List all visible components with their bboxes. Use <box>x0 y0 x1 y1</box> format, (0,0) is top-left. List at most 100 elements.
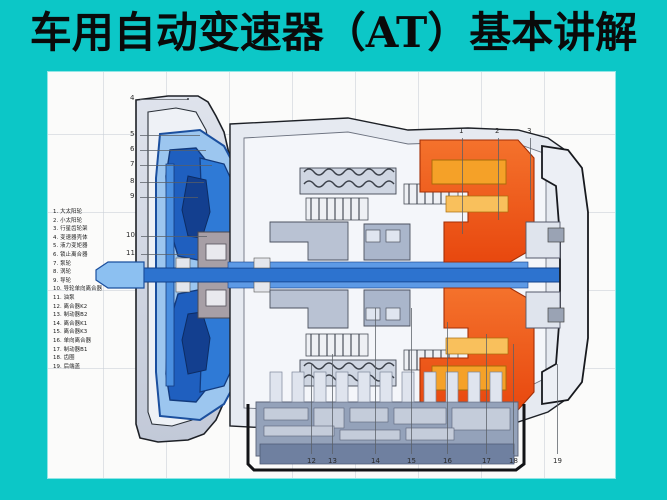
callout-leader <box>140 150 206 151</box>
callout-11: 11 <box>126 249 135 257</box>
transmission-cutaway-svg <box>95 95 589 472</box>
callout-leader <box>513 344 514 454</box>
legend-item: 10. 导轮单向离合器 <box>53 286 103 293</box>
oil-pan-sump <box>259 443 515 465</box>
planet-gear <box>365 229 381 243</box>
bearing <box>175 281 191 293</box>
drum-lower-left <box>269 289 349 329</box>
amber-ring-lower <box>445 337 509 355</box>
callout-leader <box>140 99 188 100</box>
spring-coil <box>303 362 395 370</box>
callout-leader <box>140 182 204 183</box>
callout-12: 12 <box>307 457 316 465</box>
legend-item: 9. 导轮 <box>53 277 72 284</box>
callout-leader <box>141 236 207 237</box>
legend-item: 2. 小太阳轮 <box>53 217 83 224</box>
callout-7: 7 <box>130 160 135 168</box>
callout-9: 9 <box>130 192 135 200</box>
callout-8: 8 <box>130 177 135 185</box>
plate-stack-body <box>305 333 369 357</box>
oil-pan-shell <box>246 404 526 472</box>
callout-3: 3 <box>527 127 532 135</box>
legend-item: 6. 锁止离合器 <box>53 251 88 258</box>
valve-channels <box>263 407 511 441</box>
plate-stack-b2-lower <box>305 333 369 357</box>
callout-14: 14 <box>371 457 380 465</box>
output-shaft <box>227 281 529 289</box>
legend-item: 12. 离合器K2 <box>53 303 88 310</box>
callout-17: 17 <box>482 457 491 465</box>
legend-item: 8. 涡轮 <box>53 269 72 276</box>
legend-item: 18. 齿圈 <box>53 355 75 362</box>
callout-2: 2 <box>495 127 500 135</box>
planet-gear <box>385 229 401 243</box>
legend-item: 19. 后端盖 <box>53 363 81 370</box>
callout-13: 13 <box>328 457 337 465</box>
valve-body-and-pan <box>246 371 526 472</box>
callout-leader <box>140 165 212 166</box>
legend-item: 4. 变速器壳体 <box>53 234 88 241</box>
drum-upper-left <box>269 221 349 261</box>
case-ribs <box>269 371 503 403</box>
callout-leader <box>462 138 463 234</box>
spring-coil <box>303 168 395 176</box>
callout-leader <box>375 308 376 454</box>
callout-dot <box>187 98 189 100</box>
plate-stack-body <box>305 197 369 221</box>
callout-15: 15 <box>407 457 416 465</box>
input-shaft <box>143 267 565 283</box>
title-bar: 车用自动变速器（AT）基本讲解 <box>0 0 667 66</box>
legend-item: 1. 大太阳轮 <box>53 209 83 215</box>
callout-leader <box>498 138 499 220</box>
legend-item: 3. 行星齿轮架 <box>53 226 88 233</box>
planet-gear <box>385 307 401 321</box>
callout-leader <box>141 254 195 255</box>
rear-end-cover <box>525 144 589 406</box>
callout-leader <box>447 322 448 454</box>
legend-item: 14. 离合器K1 <box>53 320 88 327</box>
stator-owc-upper <box>205 243 227 261</box>
spring-coil <box>303 180 395 188</box>
callout-leader <box>311 364 312 454</box>
converter-hub <box>95 261 145 289</box>
callout-1: 1 <box>459 127 464 135</box>
rear-bearing-lower <box>547 307 565 323</box>
end-cover-body <box>541 144 589 406</box>
callout-19: 19 <box>553 457 562 465</box>
bearing <box>253 281 271 293</box>
bearing <box>253 257 271 269</box>
legend-item: 11. 油泵 <box>53 294 75 301</box>
stator-owc-lower <box>205 289 227 307</box>
amber-ring-upper <box>445 195 509 213</box>
intermediate-shaft <box>227 261 529 269</box>
plate-lines <box>310 198 360 220</box>
legend-item: 5. 液力变矩器 <box>53 243 88 250</box>
bearing <box>175 257 191 269</box>
legend-item: 17. 制动器B1 <box>53 346 88 353</box>
callout-leader <box>140 135 200 136</box>
legend-item: 16. 单向离合器 <box>53 337 92 344</box>
callout-10: 10 <box>126 231 135 239</box>
page-title: 车用自动变速器（AT）基本讲解 <box>29 8 638 57</box>
callout-leader <box>486 334 487 454</box>
plate-stack-b2-upper <box>305 197 369 221</box>
callout-5: 5 <box>130 130 135 138</box>
planet-gear <box>365 307 381 321</box>
plate-lines <box>310 334 360 356</box>
amber-hub-upper <box>431 159 507 185</box>
legend-list: 1. 大太阳轮 2. 小太阳轮 3. 行星齿轮架 4. 变速器壳体 5. 液力变… <box>53 208 119 371</box>
callout-leader <box>557 364 558 454</box>
callout-4: 4 <box>130 94 135 102</box>
callout-leader <box>411 308 412 454</box>
legend-item: 13. 制动器B2 <box>53 312 88 319</box>
rear-bearing-upper <box>547 227 565 243</box>
k2-spring-upper <box>303 168 395 188</box>
shaft-group <box>95 257 565 293</box>
callout-leader <box>140 197 198 198</box>
legend-item: 7. 泵轮 <box>53 260 72 267</box>
figure-panel-inner: 1. 大太阳轮 2. 小太阳轮 3. 行星齿轮架 4. 变速器壳体 5. 液力变… <box>48 72 615 478</box>
callout-leader <box>530 138 531 200</box>
callout-6: 6 <box>130 145 135 153</box>
figure-panel: 1. 大太阳轮 2. 小太阳轮 3. 行星齿轮架 4. 变速器壳体 5. 液力变… <box>48 72 615 478</box>
